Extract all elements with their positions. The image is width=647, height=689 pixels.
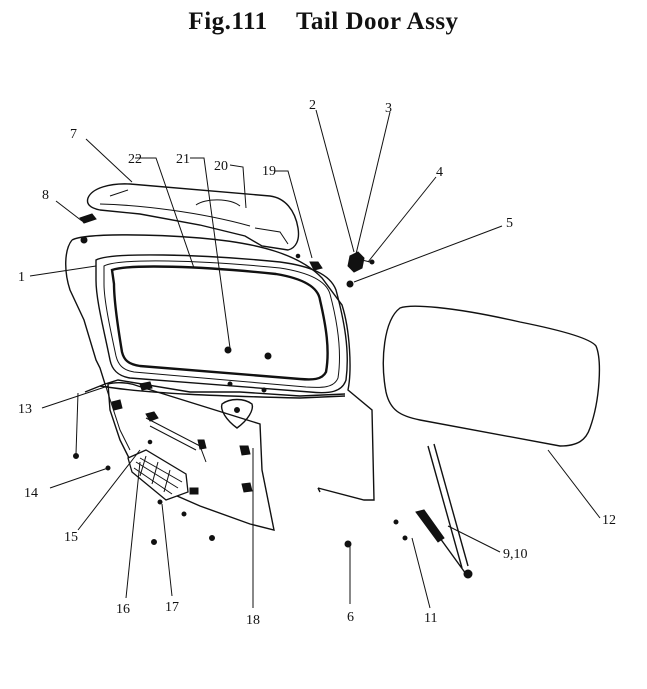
callout-7: 7 [70, 127, 77, 142]
spoiler-part [86, 183, 300, 251]
callout-14: 14 [24, 486, 38, 501]
callout-12: 12 [602, 513, 616, 528]
callout-15: 15 [64, 530, 78, 545]
hinge-assembly [346, 251, 375, 288]
callout-11: 11 [424, 611, 437, 626]
figure-number: Fig.111 [188, 8, 268, 35]
callout-9-10: 9,10 [503, 547, 528, 562]
gas-stay [344, 443, 473, 579]
callout-4: 4 [436, 165, 443, 180]
callout-22: 22 [128, 152, 142, 167]
callout-20: 20 [214, 159, 228, 174]
callout-18: 18 [246, 613, 260, 628]
callout-labels: 7 8 1 22 21 20 19 2 3 4 5 13 14 15 16 17… [18, 98, 616, 628]
callout-13: 13 [18, 402, 32, 417]
callout-16: 16 [116, 602, 130, 617]
callout-6: 6 [347, 610, 354, 625]
figure-name: Tail Door Assy [295, 8, 459, 35]
callout-1: 1 [18, 270, 25, 285]
leader-lines [29, 109, 601, 609]
callout-2: 2 [309, 98, 316, 113]
callout-19: 19 [262, 164, 276, 179]
callout-21: 21 [176, 152, 190, 167]
diagram-title: Fig.111 Tail Door Assy [0, 8, 647, 36]
callout-17: 17 [165, 600, 179, 615]
back-glass [382, 305, 601, 447]
callout-8: 8 [42, 188, 49, 203]
tail-door-panel [65, 213, 375, 545]
callout-5: 5 [506, 216, 513, 231]
callout-3: 3 [385, 101, 392, 116]
